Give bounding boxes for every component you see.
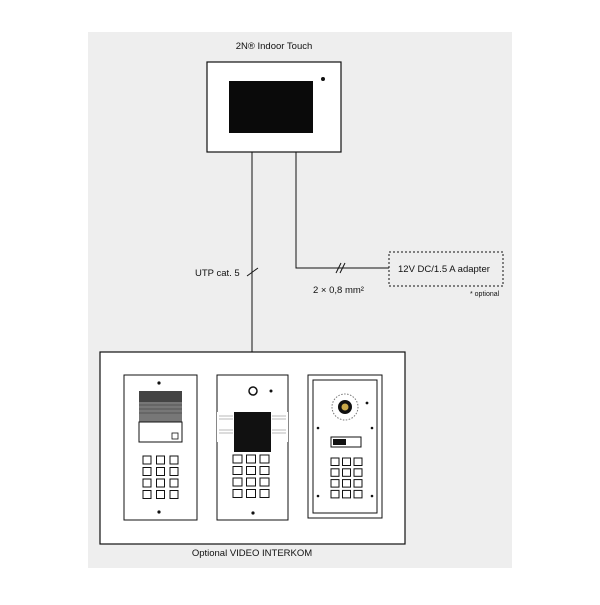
- adapter-box: [388, 251, 504, 287]
- unit1-button-icon: [171, 432, 179, 440]
- utp-cable-tick: [246, 267, 259, 277]
- keypad-key: [342, 468, 351, 477]
- keypad-key: [246, 466, 256, 475]
- unit3-keypad: [330, 457, 363, 499]
- unit1-speaker-grille-top: [139, 391, 182, 402]
- keypad-key: [156, 490, 165, 499]
- keypad-key: [169, 490, 179, 499]
- adapter-label: 12V DC/1.5 A adapter: [398, 264, 490, 275]
- unit3-screw-icon: [316, 426, 320, 430]
- keypad-key: [342, 479, 351, 488]
- keypad-key: [156, 478, 165, 488]
- unit3-camera-lens-icon: [341, 403, 349, 411]
- power-cable-line: [295, 152, 389, 269]
- keypad-key: [142, 455, 152, 465]
- unit2-keypad: [232, 454, 270, 498]
- camera-rfid-keypad-intercom-unit: [307, 374, 383, 519]
- unit3-screw-icon: [370, 494, 374, 498]
- unit3-name-tag: [330, 436, 362, 448]
- keypad-key: [259, 454, 270, 464]
- unit1-speaker-grille: [139, 402, 182, 422]
- camera-keypad-intercom-unit: [216, 374, 289, 521]
- keypad-key: [342, 489, 351, 499]
- adapter-optional-note: * optional: [470, 291, 500, 298]
- keypad-key: [142, 490, 152, 499]
- unit2-led-icon: [269, 389, 273, 393]
- keypad-key: [232, 489, 243, 498]
- unit3-rfid-ring: [331, 393, 359, 421]
- keypad-key: [142, 467, 152, 476]
- keypad-key: [259, 466, 270, 475]
- keypad-key: [330, 479, 340, 488]
- keypad-intercom-unit: [123, 374, 198, 521]
- power-cable-tick-1: [335, 262, 342, 274]
- keypad-key: [353, 489, 363, 499]
- keypad-key: [232, 477, 243, 487]
- keypad-key: [353, 479, 363, 488]
- power-cable-tick-2: [339, 262, 346, 274]
- keypad-key: [259, 489, 270, 498]
- keypad-key: [246, 489, 256, 498]
- unit3-led-icon: [365, 401, 369, 405]
- unit3-screw-icon: [316, 494, 320, 498]
- keypad-key: [156, 455, 165, 465]
- keypad-key: [169, 467, 179, 476]
- indoor-touch-led-icon: [321, 77, 325, 81]
- unit2-bottom-screw-icon: [251, 511, 255, 515]
- keypad-key: [169, 455, 179, 465]
- unit3-screw-icon: [370, 426, 374, 430]
- keypad-key: [330, 468, 340, 477]
- power-cable-label: 2 × 0,8 mm²: [313, 285, 364, 296]
- unit2-camera-icon: [248, 386, 258, 396]
- keypad-key: [232, 454, 243, 464]
- keypad-key: [353, 457, 363, 466]
- indoor-touch-title: 2N® Indoor Touch: [235, 41, 313, 52]
- unit1-bottom-screw-icon: [157, 510, 161, 514]
- indoor-touch-unit: [206, 61, 342, 153]
- keypad-key: [142, 478, 152, 488]
- unit3-name-tag-fill: [333, 439, 346, 445]
- unit1-top-led-icon: [157, 381, 161, 385]
- keypad-key: [246, 477, 256, 487]
- indoor-touch-screen: [229, 81, 313, 133]
- unit1-name-tag: [138, 421, 183, 443]
- keypad-key: [330, 489, 340, 499]
- keypad-key: [246, 454, 256, 464]
- keypad-key: [156, 467, 165, 476]
- intercom-group-label: Optional VIDEO INTERKOM: [191, 548, 313, 559]
- utp-cable-label: UTP cat. 5: [195, 268, 240, 279]
- keypad-key: [353, 468, 363, 477]
- keypad-key: [232, 466, 243, 475]
- keypad-key: [259, 477, 270, 487]
- unit2-display: [234, 412, 271, 452]
- unit1-keypad: [142, 455, 179, 499]
- keypad-key: [169, 478, 179, 488]
- keypad-key: [330, 457, 340, 466]
- keypad-key: [342, 457, 351, 466]
